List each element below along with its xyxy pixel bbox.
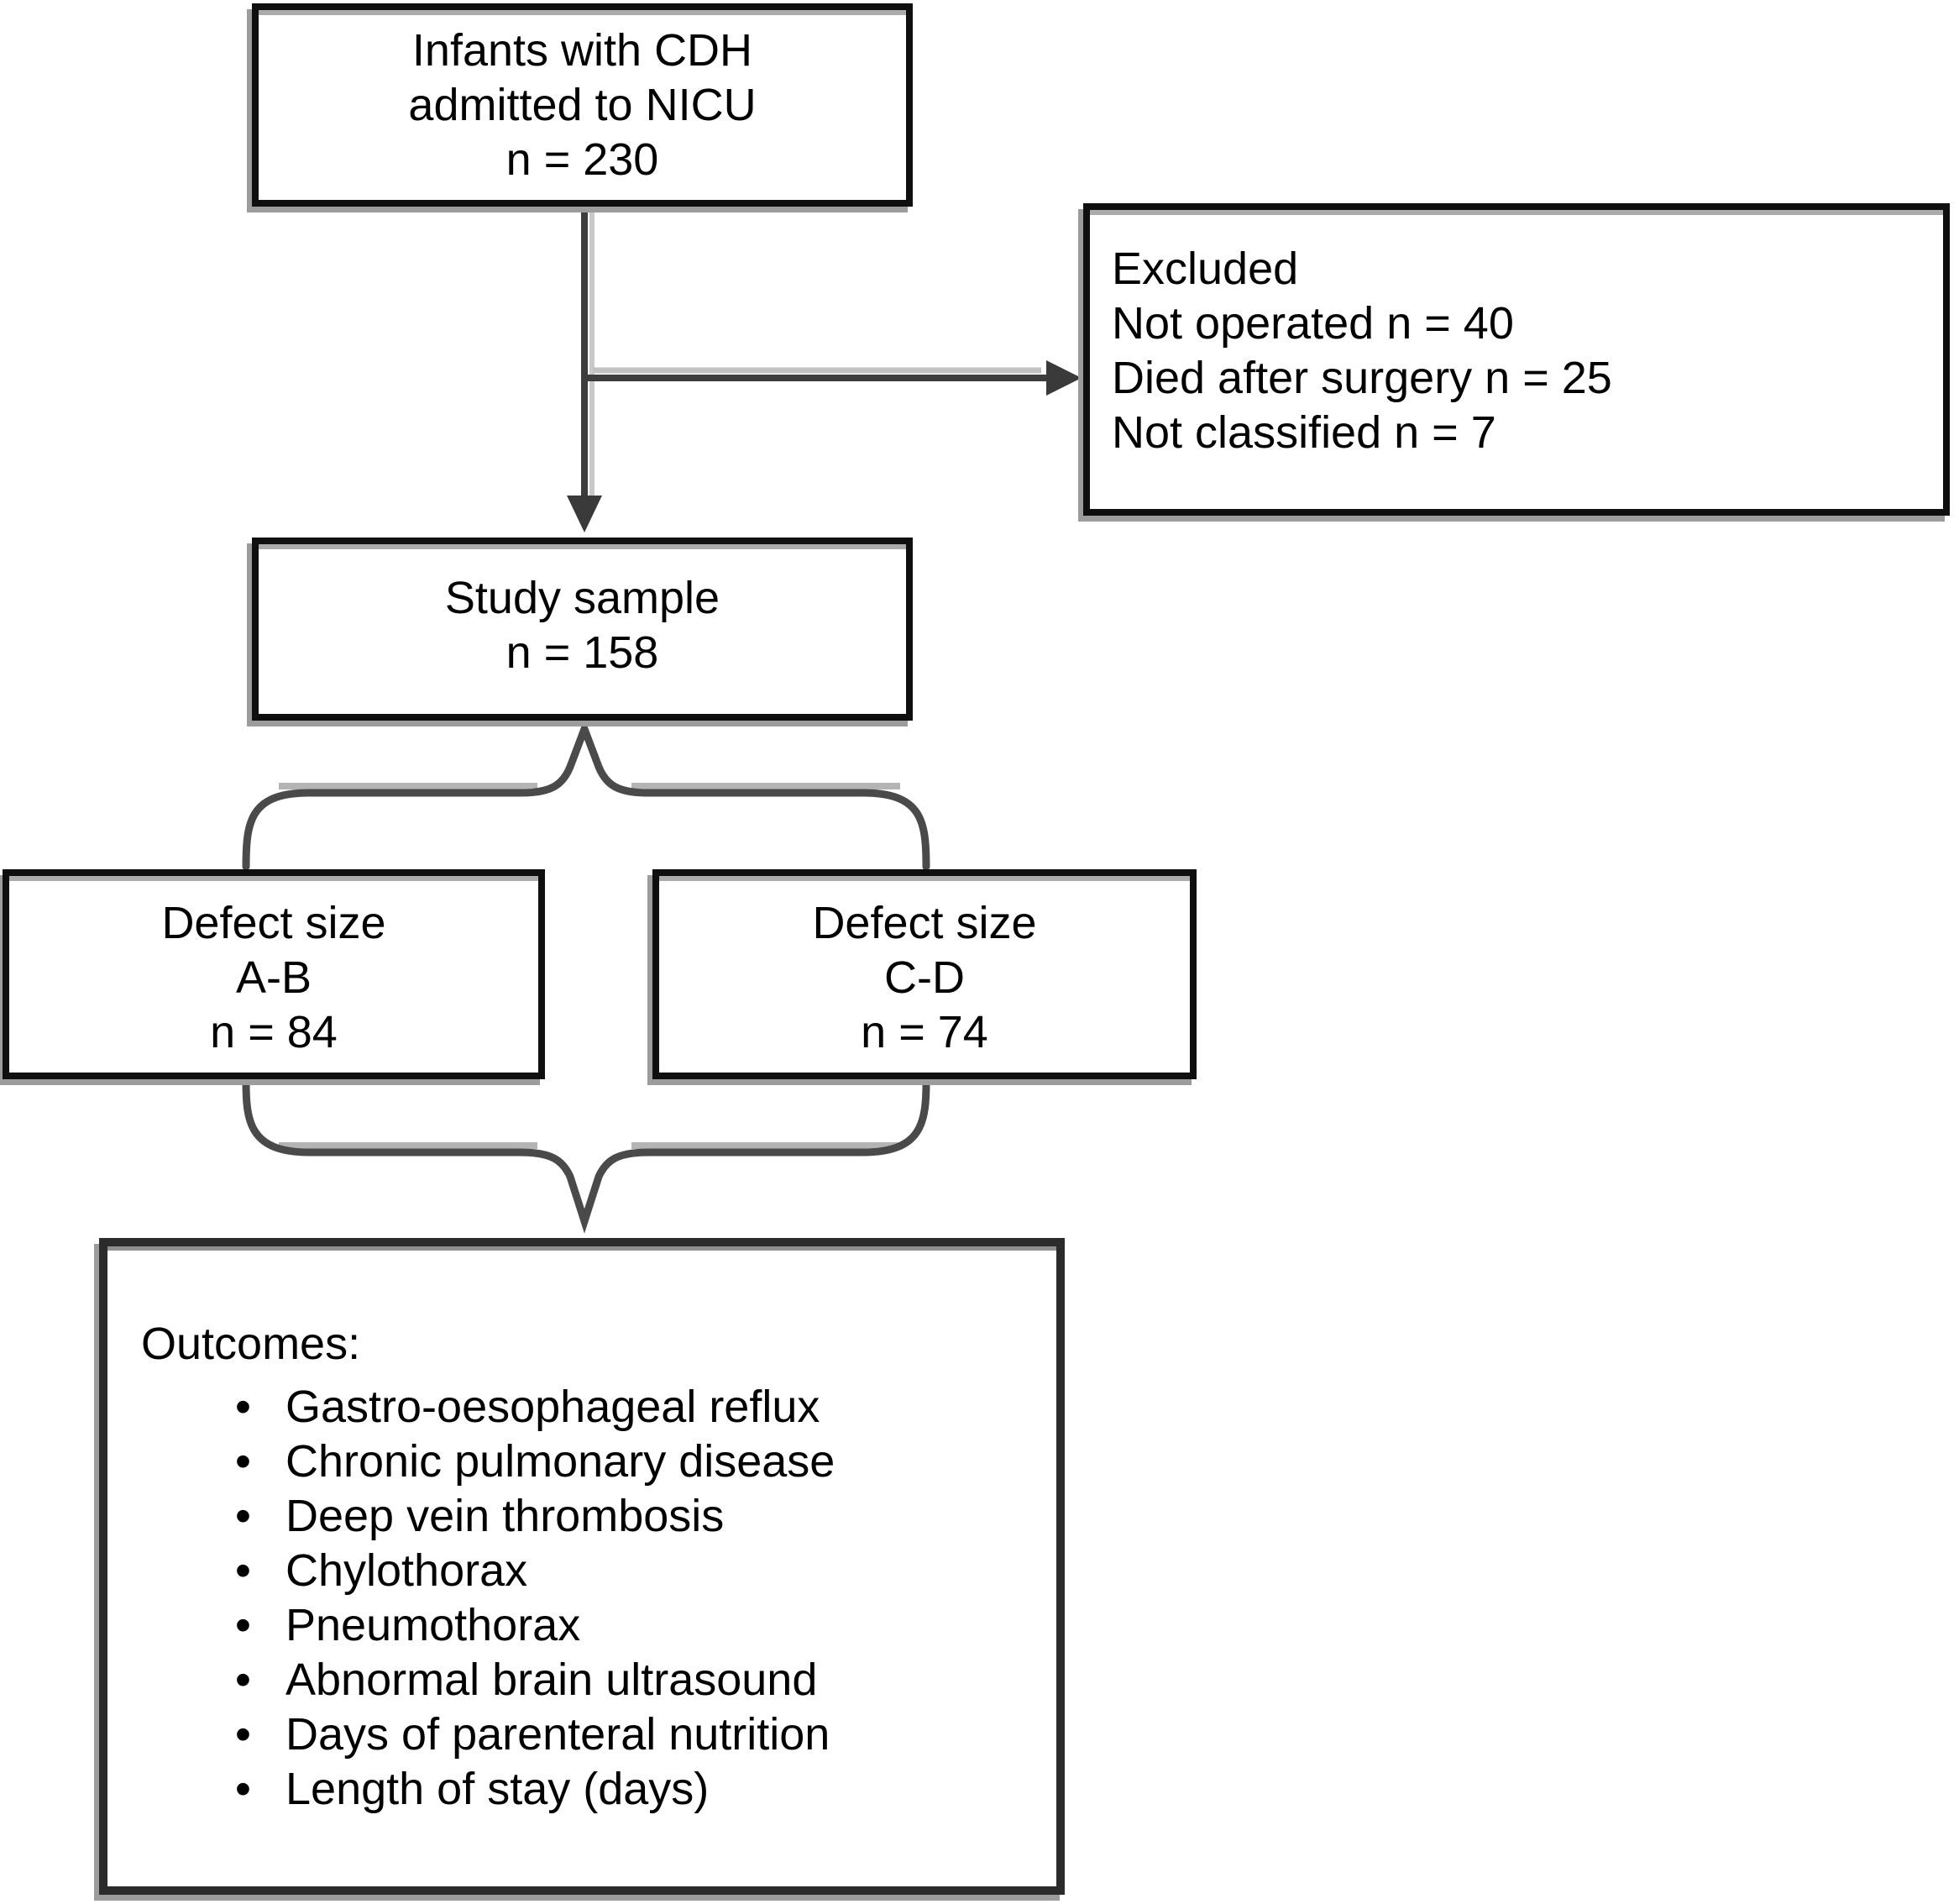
box-study-count: n = 158 — [505, 627, 659, 678]
outcomes-list: Gastro-oesophageal reflux Chronic pulmon… — [141, 1380, 1031, 1817]
box-excluded-reason: Not classified n = 7 — [1112, 407, 1496, 458]
outcomes-list-item: Length of stay (days) — [141, 1762, 1031, 1817]
box-defect-cd-line: Defect size — [812, 898, 1037, 948]
arrow-right-icon — [1046, 360, 1082, 396]
outcomes-list-item: Abnormal brain ultrasound — [141, 1653, 1031, 1707]
box-defect-size-cd: Defect size C-D n = 74 — [652, 869, 1197, 1079]
box-defect-cd-grade: C-D — [884, 952, 965, 1003]
brace-lower-icon — [242, 1078, 930, 1234]
box-study-line: Study sample — [444, 573, 720, 623]
outcomes-list-item: Deep vein thrombosis — [141, 1489, 1031, 1544]
outcomes-heading: Outcomes: — [141, 1319, 361, 1369]
outcomes-list-item: Chylothorax — [141, 1544, 1031, 1598]
brace-upper-icon — [242, 718, 930, 871]
box-excluded-reason: Died after surgery n = 25 — [1112, 353, 1612, 403]
box-infants-cdh: Infants with CDH admitted to NICU n = 23… — [252, 3, 913, 207]
outcomes-list-item: Chronic pulmonary disease — [141, 1435, 1031, 1489]
box-excluded-title: Excluded — [1112, 244, 1299, 294]
outcomes-list-item: Pneumothorax — [141, 1598, 1031, 1653]
box-excluded: Excluded Not operated n = 40 Died after … — [1083, 203, 1950, 516]
outcomes-list-item: Gastro-oesophageal reflux — [141, 1380, 1031, 1435]
arrow-down-icon — [567, 496, 602, 532]
box-defect-cd-count: n = 74 — [861, 1007, 988, 1057]
box-study-sample: Study sample n = 158 — [252, 538, 913, 721]
box-outcomes: Outcomes: Gastro-oesophageal reflux Chro… — [99, 1238, 1065, 1895]
box-excluded-reason: Not operated n = 40 — [1112, 298, 1514, 349]
outcomes-list-item: Days of parenteral nutrition — [141, 1707, 1031, 1762]
box-defect-ab-count: n = 84 — [210, 1007, 338, 1057]
box-defect-ab-line: Defect size — [161, 898, 386, 948]
box-infants-count: n = 230 — [505, 134, 659, 185]
box-infants-line: Infants with CDH — [411, 25, 753, 76]
box-defect-size-ab: Defect size A-B n = 84 — [3, 869, 545, 1079]
box-defect-ab-grade: A-B — [235, 952, 312, 1003]
box-infants-line: admitted to NICU — [408, 80, 757, 130]
